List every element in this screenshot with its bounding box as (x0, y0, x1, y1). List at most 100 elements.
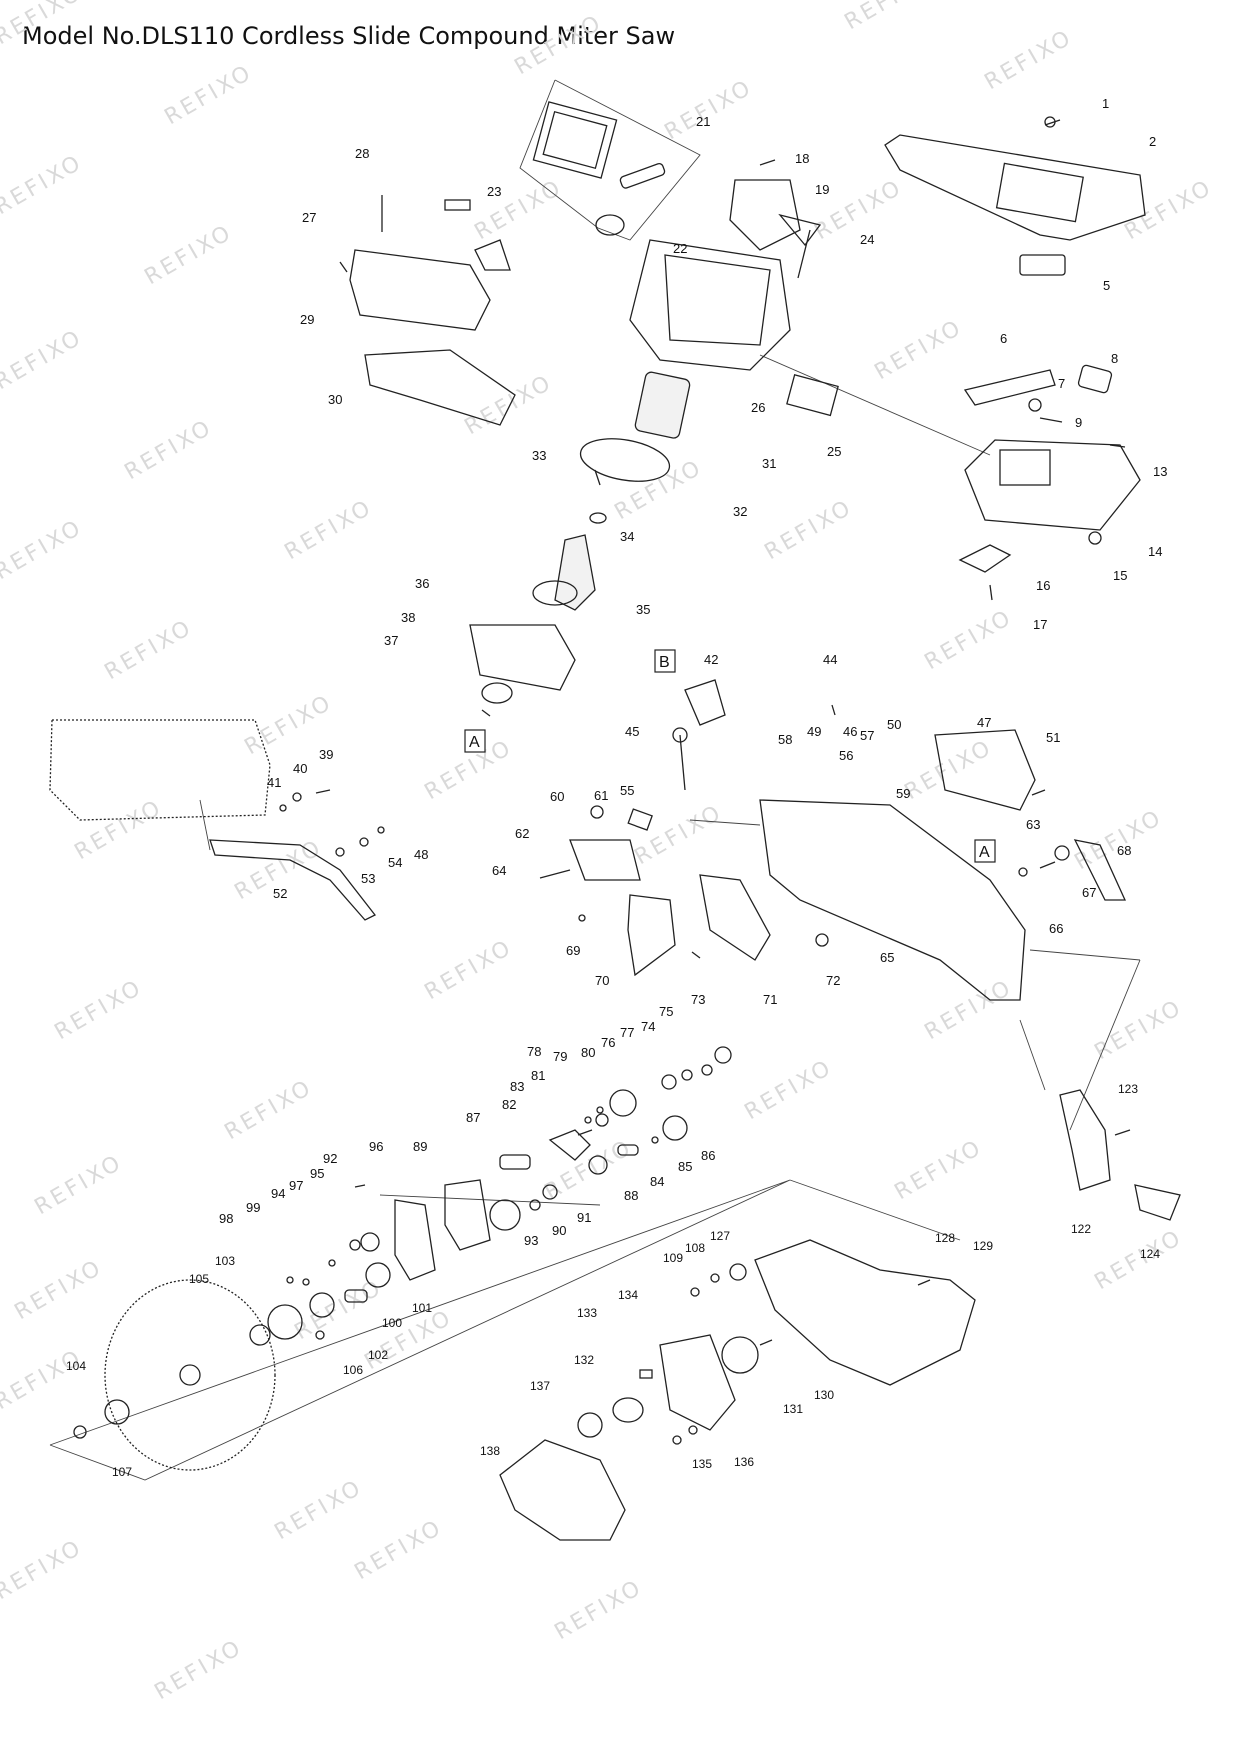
part-label-134: 134 (618, 1288, 638, 1302)
part-label-59: 59 (896, 786, 910, 801)
watermark-10: REFIXO (1121, 175, 1218, 245)
watermark-4: REFIXO (841, 0, 938, 35)
part-85 (651, 1136, 659, 1144)
watermark-40: REFIXO (1091, 1225, 1188, 1295)
part-90 (529, 1199, 541, 1211)
part-104 (104, 1399, 130, 1425)
page-title: Model No.DLS110 Cordless Slide Compound … (22, 22, 676, 50)
part-label-18: 18 (795, 151, 809, 166)
svg-text:A: A (469, 734, 480, 751)
part-label-73: 73 (691, 992, 705, 1007)
part-64 (539, 869, 571, 879)
part-label-90: 90 (552, 1223, 566, 1238)
part-42 (684, 679, 726, 726)
part-label-98: 98 (219, 1211, 233, 1226)
part-30 (364, 349, 516, 426)
part-129 (754, 1239, 976, 1386)
part-65 (759, 799, 1026, 1001)
part-51 (1031, 789, 1046, 796)
part-label-72: 72 (826, 973, 840, 988)
part-48 (377, 826, 385, 834)
part-92 (354, 1184, 366, 1188)
part-93 (489, 1199, 521, 1231)
part-123 (1114, 1129, 1131, 1136)
watermark-44: REFIXO (151, 1635, 248, 1705)
watermark-27: REFIXO (1071, 805, 1168, 875)
part-33 (594, 469, 601, 486)
part-label-69: 69 (566, 943, 580, 958)
part-label-9: 9 (1075, 415, 1082, 430)
watermark-34: REFIXO (221, 1075, 318, 1145)
part-label-71: 71 (763, 992, 777, 1007)
part-machine-outline (49, 719, 271, 821)
part-label-93: 93 (524, 1233, 538, 1248)
part-131 (721, 1336, 759, 1374)
part-8 (1077, 364, 1113, 394)
part-label-96: 96 (369, 1139, 383, 1154)
watermark-1: REFIXO (161, 60, 258, 130)
part-label-74: 74 (641, 1019, 655, 1034)
part-label-21: 21 (696, 114, 710, 129)
part-127 (729, 1263, 747, 1281)
svg-text:B: B (659, 654, 670, 671)
part-21 (532, 101, 618, 179)
part-label-84: 84 (650, 1174, 664, 1189)
part-label-67: 67 (1082, 885, 1096, 900)
part-133 (639, 1369, 653, 1379)
part-label-103: 103 (215, 1254, 235, 1268)
watermark-14: REFIXO (611, 455, 708, 525)
part-label-78: 78 (527, 1044, 541, 1059)
part-80 (609, 1089, 637, 1117)
part-label-106: 106 (343, 1363, 363, 1377)
watermark-12: REFIXO (121, 415, 218, 485)
part-19 (729, 179, 822, 251)
watermark-2: REFIXO (511, 10, 608, 80)
watermark-5: REFIXO (981, 25, 1078, 95)
part-72 (815, 933, 829, 947)
part-label-44: 44 (823, 652, 837, 667)
part-37 (481, 709, 491, 717)
part-label-6: 6 (1000, 331, 1007, 346)
part-label-46: 46 (843, 724, 857, 739)
part-label-138: 138 (480, 1444, 500, 1458)
part-102 (309, 1292, 335, 1318)
part-label-49: 49 (807, 724, 821, 739)
part-label-53: 53 (361, 871, 375, 886)
part-label-31: 31 (762, 456, 776, 471)
part-60 (590, 805, 604, 819)
part-drawings (49, 101, 1181, 1541)
watermark-31: REFIXO (921, 975, 1018, 1045)
part-label-99: 99 (246, 1200, 260, 1215)
part-107 (73, 1425, 87, 1439)
part-label-2: 2 (1149, 134, 1156, 149)
part-44 (831, 704, 836, 716)
part-81 (595, 1113, 609, 1127)
part-label-94: 94 (271, 1186, 285, 1201)
part-45 (672, 727, 688, 791)
part-16 (958, 544, 1012, 573)
svg-text:A: A (979, 844, 990, 861)
part-27 (339, 261, 348, 273)
part-86 (662, 1115, 688, 1141)
reference-mark-a-1: A (974, 839, 996, 863)
part-73 (691, 951, 701, 959)
part-100 (344, 1289, 368, 1303)
watermark-0: REFIXO (0, 0, 87, 50)
part-label-66: 66 (1049, 921, 1063, 936)
part-label-48: 48 (414, 847, 428, 862)
part-14 (964, 439, 1141, 531)
part-label-60: 60 (550, 789, 564, 804)
part-62 (569, 839, 641, 881)
watermark-42: REFIXO (271, 1475, 368, 1545)
part-label-41: 41 (267, 775, 281, 790)
part-label-36: 36 (415, 576, 429, 591)
watermark-43: REFIXO (0, 1535, 87, 1605)
part-label-92: 92 (323, 1151, 337, 1166)
part-96 (394, 1199, 436, 1281)
part-40 (292, 792, 302, 802)
part-label-80: 80 (581, 1045, 595, 1060)
part-17 (989, 584, 993, 601)
part-label-38: 38 (401, 610, 415, 625)
part-label-76: 76 (601, 1035, 615, 1050)
part-32 (579, 438, 671, 482)
